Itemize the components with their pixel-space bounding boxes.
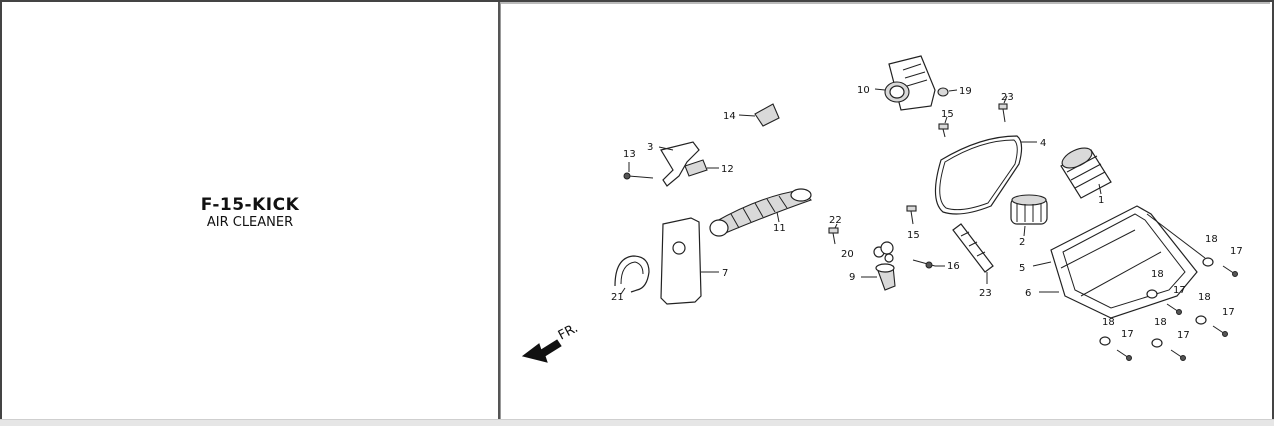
part-4-seal-loop [934,135,1037,215]
callout-17: 17 [1121,329,1134,340]
exploded-view-diagram: FR. 10 19 23 15 14 4 3 13 12 1 11 22 15 … [521,55,1243,363]
callout-18: 18 [1198,292,1211,303]
callout-18: 18 [1151,269,1164,280]
callout-13: 13 [623,149,636,160]
part-20-o-rings [873,241,894,263]
callout-18: 18 [1154,317,1167,328]
callout-9: 9 [849,272,855,283]
part-21-clamp [614,255,650,295]
callout-4: 4 [1040,138,1046,149]
part-1-filter-element [1060,147,1112,199]
part-11-intake-hose [709,188,813,237]
part-17-screws [1116,265,1238,361]
part-2-secondary-filter [1010,194,1048,237]
front-direction-label: FR. [556,321,581,344]
diagram-name: AIR CLEANER [206,215,294,230]
diagram-panel: FR. 10 19 23 15 14 4 3 13 12 1 11 22 15 … [500,2,1270,419]
callout-20: 20 [841,249,854,260]
callout-18: 18 [1205,234,1218,245]
callout-5: 5 [1019,263,1025,274]
front-direction-arrow [521,339,562,363]
callout-7: 7 [722,268,728,279]
callout-23: 23 [1001,92,1014,103]
callout-10: 10 [857,85,870,96]
bottom-scroll-strip [0,419,1274,426]
callout-18: 18 [1102,317,1115,328]
callout-16: 16 [947,261,960,272]
part-23-bolt-top [998,95,1008,123]
part-19-clip [937,87,958,97]
title-block: F-15-KICK AIR CLEANER [2,195,498,231]
callout-14: 14 [723,111,736,122]
part-10-intake-boot [874,55,936,111]
part-3-bracket [658,141,700,187]
callout-19: 19 [959,86,972,97]
part-15-bolt-top [938,116,949,138]
part-18-washers [1099,257,1214,348]
callout-17: 17 [1222,307,1235,318]
callout-12: 12 [721,164,734,175]
callout-21: 21 [611,292,624,303]
callout-17: 17 [1173,285,1186,296]
callout-11: 11 [773,223,786,234]
part-14-clip [738,103,780,127]
callout-6: 6 [1025,288,1031,299]
part-5-6-case [1032,205,1206,319]
callout-2: 2 [1019,237,1025,248]
callout-3: 3 [647,142,653,153]
part-15-bolt-mid [906,205,917,225]
callout-22: 22 [829,215,842,226]
part-16-screw [912,259,945,269]
diagram-code: F-15-KICK [200,195,300,215]
panel-divider [498,2,500,419]
part-23-strip [952,223,994,284]
part-7-plate [660,217,719,305]
callout-1: 1 [1098,195,1104,206]
part-13-screw [623,162,654,180]
callout-17: 17 [1177,330,1190,341]
callout-23: 23 [979,288,992,299]
callout-17: 17 [1230,246,1243,257]
callout-15: 15 [941,109,954,120]
title-panel: F-15-KICK AIR CLEANER [2,2,498,419]
part-9-connector [861,263,896,291]
part-12-pad [684,159,719,177]
part-22-bolt [828,223,839,245]
callout-15: 15 [907,230,920,241]
